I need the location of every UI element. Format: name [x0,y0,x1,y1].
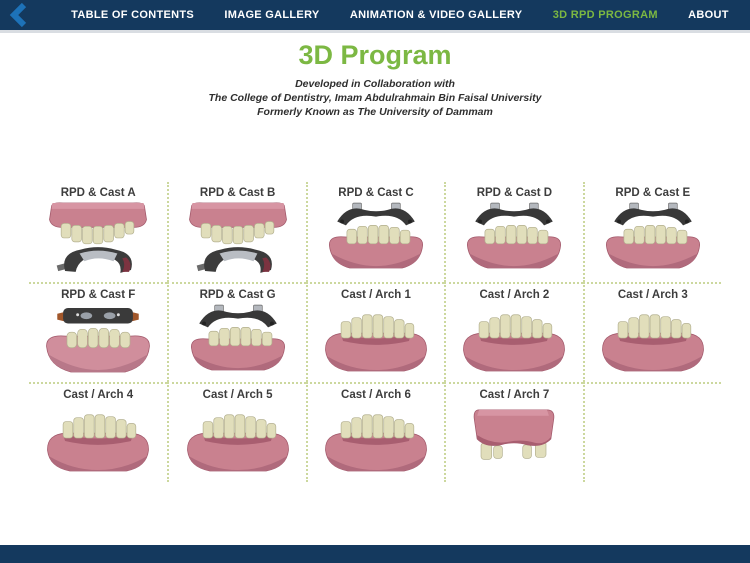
model-image [312,402,440,476]
grid-cell[interactable]: Cast / Arch 1 [305,282,445,382]
grid-cell[interactable]: RPD & Cast C [305,182,444,282]
empty-cell [582,382,721,482]
model-image [174,200,302,274]
grid-cell[interactable]: Cast / Arch 7 [444,382,583,482]
model-label: RPD & Cast B [199,187,276,199]
nav-item[interactable]: 3D RPD PROGRAM [552,9,658,21]
model-image [34,200,162,274]
model-image [312,200,440,274]
nav-items: TABLE OF CONTENTS IMAGE GALLERY ANIMATION … [56,9,750,21]
model-image [312,302,440,376]
model-image [174,402,302,476]
model-image [450,302,578,376]
model-label: RPD & Cast G [199,289,276,301]
model-label: RPD & Cast D [476,187,553,199]
grid-cell[interactable]: Cast / Arch 5 [167,382,306,482]
model-grid: RPD & Cast A RPD & Cast B RPD & Cast C RPD … [29,182,721,482]
page-subtitle: Developed in Collaboration with The Coll… [0,77,750,119]
grid-cell[interactable]: Cast / Arch 3 [582,282,721,382]
model-image [589,302,717,376]
model-image [34,402,162,476]
subtitle-line-3: Formerly Known as The University of Damm… [257,106,493,118]
grid-cell[interactable]: RPD & Cast B [167,182,305,282]
page-title: 3D Program [298,40,452,70]
footer-bar [0,545,750,563]
nav-divider [0,30,750,33]
model-label: RPD & Cast A [60,187,136,199]
nav-item[interactable]: IMAGE GALLERY [224,9,320,21]
model-image [34,302,162,376]
model-label: Cast / Arch 4 [63,389,134,401]
subtitle-line-2: The College of Dentistry, Imam Abdulrahm… [208,92,542,104]
model-label: RPD & Cast E [615,187,691,199]
model-label: Cast / Arch 2 [479,289,550,301]
subtitle-line-1: Developed in Collaboration with [295,78,455,90]
nav-item[interactable]: ANIMATION & VIDEO GALLERY [349,9,523,21]
grid-cell[interactable]: Cast / Arch 4 [29,382,168,482]
model-label: Cast / Arch 1 [341,289,411,301]
model-label: Cast / Arch 6 [341,389,411,401]
model-label: Cast / Arch 7 [479,389,550,401]
chevron-left-icon [9,3,27,27]
grid-cell[interactable]: RPD & Cast F [29,282,168,382]
model-label: RPD & Cast C [338,187,414,199]
model-image [589,200,717,274]
model-image [450,402,578,476]
back-button[interactable] [0,0,56,30]
nav-item[interactable]: TABLE OF CONTENTS [71,9,195,21]
grid-cell[interactable]: RPD & Cast D [444,182,582,282]
model-label: RPD & Cast F [61,289,136,301]
grid-cell[interactable]: RPD & Cast G [167,282,306,382]
model-label: Cast / Arch 5 [202,389,273,401]
top-nav-bar: TABLE OF CONTENTS IMAGE GALLERY ANIMATION … [0,0,750,30]
grid-cell[interactable]: Cast / Arch 2 [444,282,583,382]
model-label: Cast / Arch 3 [617,289,688,301]
grid-cell[interactable]: RPD & Cast A [29,182,167,282]
model-image [450,200,578,274]
grid-cell[interactable]: RPD & Cast E [582,182,721,282]
grid-cell[interactable]: Cast / Arch 6 [305,382,445,482]
nav-item[interactable]: ABOUT [688,9,729,21]
model-image [174,302,302,376]
